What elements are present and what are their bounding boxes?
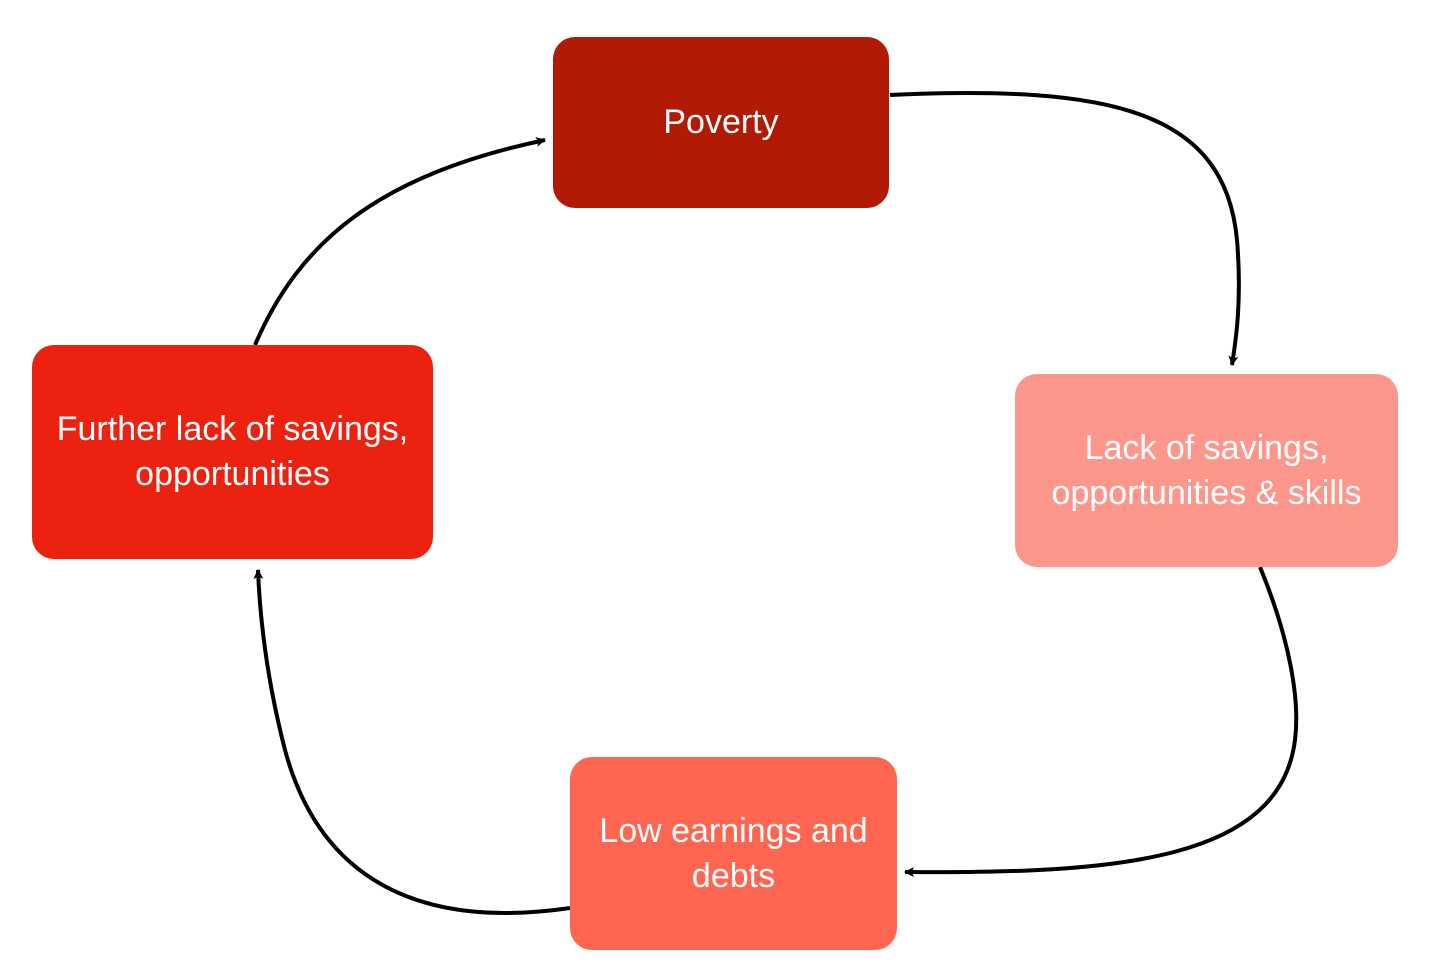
node-poverty-label: Poverty xyxy=(663,103,779,141)
arrow-poverty-to-lack xyxy=(889,91,1241,366)
node-lack-of-savings: Lack of savings, opportunities & skills xyxy=(1015,374,1398,567)
node-poverty: Poverty xyxy=(553,37,889,208)
node-further-lack: Further lack of savings, opportunities xyxy=(32,345,433,559)
node-low-earnings: Low earnings and debts xyxy=(570,757,897,950)
arrow-further-to-poverty xyxy=(253,136,546,346)
node-lack-of-savings-label: Lack of savings, opportunities & skills xyxy=(1051,428,1362,512)
arrow-low-to-further xyxy=(253,569,571,916)
node-further-lack-label: Further lack of savings, opportunities xyxy=(56,410,409,493)
node-low-earnings-label: Low earnings and debts xyxy=(599,811,868,895)
arrow-lack-to-low xyxy=(904,566,1299,878)
